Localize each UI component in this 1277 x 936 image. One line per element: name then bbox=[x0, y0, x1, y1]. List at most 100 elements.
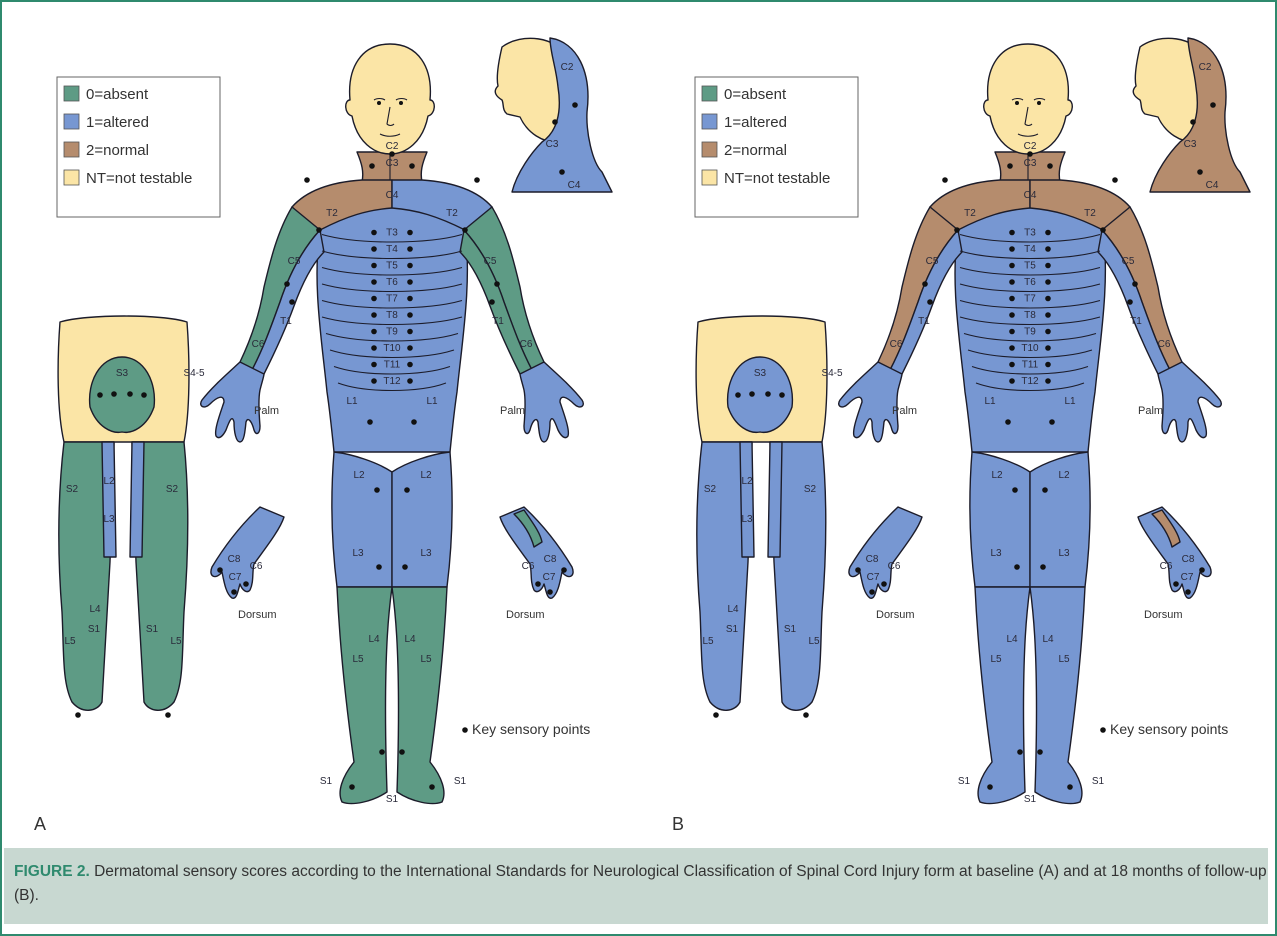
label-back-l3: L3 bbox=[103, 514, 115, 525]
label-back-s2-left: S2 bbox=[166, 484, 179, 495]
label-trunk-t4: T4 bbox=[1024, 244, 1036, 255]
key-sensory-point bbox=[399, 749, 405, 755]
legend-swatch-altered bbox=[64, 114, 79, 129]
label-trunk-t6: T6 bbox=[1024, 277, 1036, 288]
label-l2-right: L2 bbox=[991, 470, 1003, 481]
key-sensory-point bbox=[407, 312, 413, 318]
key-sensory-point bbox=[942, 177, 948, 183]
key-sensory-point bbox=[407, 296, 413, 302]
key-sensory-point bbox=[1045, 279, 1051, 285]
key-sensory-point bbox=[927, 299, 933, 305]
key-sensory-point bbox=[547, 589, 553, 595]
label-back-l4: L4 bbox=[89, 604, 101, 615]
key-sensory-point bbox=[1009, 362, 1015, 368]
key-sensory-point bbox=[1007, 163, 1013, 169]
label-s45: S4-5 bbox=[183, 368, 205, 379]
key-sensory-point bbox=[559, 169, 565, 175]
pupil-left bbox=[399, 101, 403, 105]
back-l-strip-right bbox=[102, 442, 116, 557]
label-t2-left: T2 bbox=[446, 208, 458, 219]
key-sensory-point bbox=[367, 419, 373, 425]
label-dorsum-left-c7: C7 bbox=[1181, 572, 1194, 583]
pupil-right bbox=[1015, 101, 1019, 105]
label-back-l5-right: L5 bbox=[702, 636, 714, 647]
label-c4: C4 bbox=[386, 190, 399, 201]
key-sensory-point bbox=[371, 312, 377, 318]
label-l1-left: L1 bbox=[426, 396, 438, 407]
key-sensory-point bbox=[316, 227, 322, 233]
label-l1-right: L1 bbox=[984, 396, 996, 407]
leg-right-lower bbox=[337, 587, 392, 804]
hand-right-palm bbox=[839, 362, 902, 442]
label-dorsum-right-c8: C8 bbox=[228, 554, 241, 565]
key-sensory-point bbox=[371, 378, 377, 384]
key-sensory-point bbox=[1127, 299, 1133, 305]
key-sensory-point bbox=[304, 177, 310, 183]
label-back-l3: L3 bbox=[741, 514, 753, 525]
key-sensory-point bbox=[407, 362, 413, 368]
label-trunk-t9: T9 bbox=[1024, 327, 1036, 338]
label-c6-left: C6 bbox=[520, 339, 533, 350]
label-l5-left: L5 bbox=[1058, 654, 1070, 665]
leg-left-lower bbox=[1030, 587, 1085, 804]
label-profile-c4: C4 bbox=[1206, 180, 1219, 191]
label-trunk-t10: T10 bbox=[1021, 343, 1039, 354]
key-sensory-point bbox=[407, 263, 413, 269]
label-l3-right: L3 bbox=[990, 548, 1002, 559]
key-sensory-point bbox=[1009, 329, 1015, 335]
key-sensory-point bbox=[371, 345, 377, 351]
key-sensory-point bbox=[1009, 279, 1015, 285]
key-sensory-point bbox=[407, 329, 413, 335]
key-sensory-point bbox=[1190, 119, 1196, 125]
label-l4-right: L4 bbox=[368, 634, 380, 645]
key-sensory-point bbox=[1210, 102, 1216, 108]
key-sensory-point bbox=[1027, 151, 1033, 157]
key-sensory-point bbox=[462, 227, 468, 233]
label-back-s1-left: S1 bbox=[146, 624, 159, 635]
key-sensory-point bbox=[1014, 564, 1020, 570]
legend-label-not-testable: NT=not testable bbox=[724, 170, 830, 187]
label-trunk-t11: T11 bbox=[384, 360, 401, 371]
dorsum-label-right: Dorsum bbox=[238, 609, 277, 621]
label-dorsum-left-c7: C7 bbox=[543, 572, 556, 583]
key-sensory-point bbox=[1185, 589, 1191, 595]
label-dorsum-left-c6: C6 bbox=[522, 561, 535, 572]
label-t1-right: T1 bbox=[280, 316, 292, 327]
key-sensory-point bbox=[217, 567, 223, 573]
key-sensory-point bbox=[407, 246, 413, 252]
key-sensory-point bbox=[407, 279, 413, 285]
legend-swatch-not-testable bbox=[64, 170, 79, 185]
label-trunk-t5: T5 bbox=[1024, 261, 1036, 272]
key-sensory-point bbox=[552, 119, 558, 125]
key-sensory-point bbox=[349, 784, 355, 790]
label-back-s1-right: S1 bbox=[88, 624, 101, 635]
key-sensory-point bbox=[1012, 487, 1018, 493]
label-t1-left: T1 bbox=[492, 316, 504, 327]
label-back-s2-left: S2 bbox=[804, 484, 817, 495]
label-s1-left: S1 bbox=[1092, 776, 1105, 787]
label-trunk-t6: T6 bbox=[386, 277, 398, 288]
back-l-strip-left bbox=[768, 442, 782, 557]
label-t2-right: T2 bbox=[964, 208, 976, 219]
key-sensory-point bbox=[429, 784, 435, 790]
label-l5-right: L5 bbox=[990, 654, 1002, 665]
key-sensory-point bbox=[1100, 727, 1106, 733]
key-sensory-point bbox=[1045, 312, 1051, 318]
label-dorsum-right-c7: C7 bbox=[867, 572, 880, 583]
key-sensory-point bbox=[371, 362, 377, 368]
label-trunk-t7: T7 bbox=[1024, 294, 1036, 305]
key-sensory-point bbox=[1037, 749, 1043, 755]
key-sensory-point bbox=[1100, 227, 1106, 233]
dermatome-figure: 0=absent1=altered2=normalNT=not testable… bbox=[2, 2, 1275, 848]
key-sensory-point bbox=[749, 391, 755, 397]
key-sensory-point bbox=[371, 329, 377, 335]
panel-letter: B bbox=[672, 814, 684, 834]
label-profile-c4: C4 bbox=[568, 180, 581, 191]
key-sensory-point bbox=[371, 246, 377, 252]
key-sensory-point bbox=[1042, 487, 1048, 493]
key-sensory-point bbox=[371, 279, 377, 285]
key-sensory-point bbox=[411, 419, 417, 425]
legend-label-absent: 0=absent bbox=[86, 86, 149, 103]
key-sensory-point bbox=[371, 263, 377, 269]
